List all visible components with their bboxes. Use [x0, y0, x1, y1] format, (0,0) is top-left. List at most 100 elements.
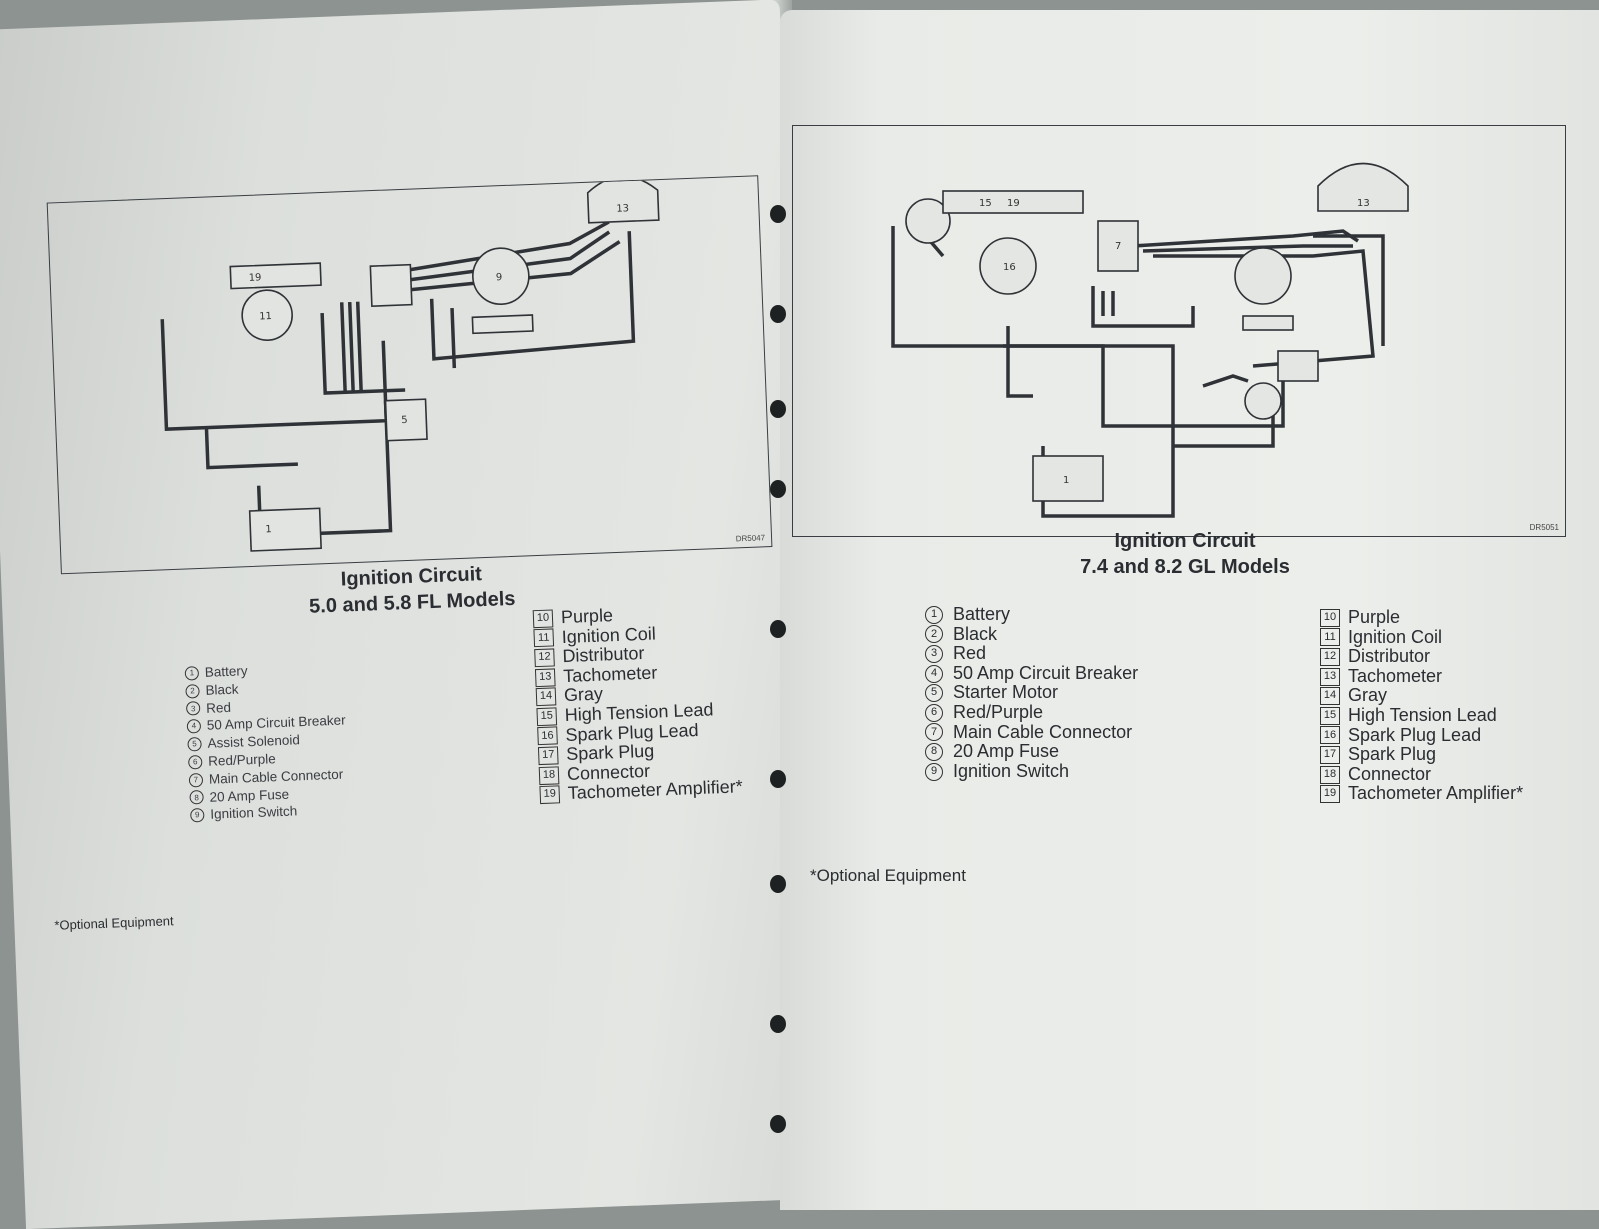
legend-number: 4: [925, 664, 943, 683]
svg-text:7: 7: [1115, 241, 1121, 252]
legend-label: Connector: [1348, 763, 1432, 784]
legend-label: Spark Plug Lead: [1348, 724, 1482, 745]
right-footnote: *Optional Equipment: [810, 866, 966, 885]
svg-text:19: 19: [249, 272, 262, 283]
svg-text:9: 9: [496, 272, 503, 283]
legend-label: Ignition Coil: [1348, 626, 1443, 647]
legend-number: 15: [1320, 706, 1340, 725]
left-caption: Ignition Circuit 5.0 and 5.8 FL Models: [291, 559, 533, 620]
legend-label: Assist Solenoid: [207, 732, 301, 751]
legend-item: 3 Red: [925, 644, 1138, 664]
legend-number: 1: [925, 605, 943, 624]
legend-number: 11: [1320, 628, 1340, 647]
left-manual-page: 11 19 9 1 13 5 DR5047 Ignition Circuit 5.0 …: [0, 0, 826, 1229]
binder-hole: [770, 620, 786, 638]
svg-text:11: 11: [259, 311, 272, 322]
legend-label: Tachometer Amplifier*: [567, 776, 744, 804]
binder-hole: [770, 1015, 786, 1033]
right-caption: Ignition Circuit 7.4 and 8.2 GL Models: [1060, 528, 1310, 580]
binder-hole: [770, 875, 786, 893]
binder-hole: [770, 1115, 786, 1133]
legend-item: 14 Gray: [1320, 686, 1523, 706]
binder-hole: [770, 480, 786, 498]
legend-item: 1 Battery: [925, 604, 1138, 625]
left-footnote: *Optional Equipment: [54, 913, 174, 933]
legend-number: 16: [1320, 726, 1340, 745]
legend-label: Main Cable Connector: [953, 721, 1133, 742]
diagram-code: DR5047: [735, 533, 766, 544]
legend-number: 4: [186, 719, 202, 734]
legend-label: Purple: [1348, 607, 1401, 627]
legend-number: 2: [925, 625, 943, 644]
caption-subtitle: 7.4 and 8.2 GL Models: [1080, 556, 1290, 578]
legend-label: High Tension Lead: [1348, 704, 1497, 725]
legend-number: 18: [538, 765, 560, 785]
right-diagram-drawing: 16 13 1 7 15 19: [891, 162, 1409, 518]
legend-number: 6: [925, 703, 943, 722]
legend-label: Battery: [204, 663, 248, 680]
legend-number: 5: [187, 737, 202, 752]
legend-label: Red: [953, 643, 987, 664]
svg-text:1: 1: [1063, 475, 1069, 486]
legend-label: Gray: [1348, 685, 1388, 706]
svg-text:16: 16: [1003, 262, 1016, 273]
legend-number: 12: [1320, 647, 1340, 666]
legend-number: 14: [535, 687, 557, 707]
legend-number: 6: [188, 754, 203, 770]
legend-number: 11: [533, 628, 555, 648]
caption-title: Ignition Circuit: [1114, 530, 1256, 552]
legend-label: Red: [205, 699, 232, 716]
legend-number: 3: [185, 701, 201, 717]
legend-item: 19 Tachometer Amplifier*: [1320, 784, 1523, 804]
legend-number: 14: [1320, 687, 1340, 706]
legend-label: Black: [205, 681, 239, 698]
legend-number: 13: [1320, 667, 1340, 686]
legend-label: Battery: [953, 604, 1011, 624]
binder-hole: [770, 205, 786, 223]
legend-number: 3: [925, 644, 943, 663]
legend-item: 5 Starter Motor: [925, 683, 1138, 703]
legend-number: 19: [1320, 785, 1340, 804]
legend-item: 8 20 Amp Fuse: [925, 742, 1138, 762]
svg-text:19: 19: [1007, 198, 1020, 209]
legend-item: 4 50 Amp Circuit Breaker: [925, 662, 1139, 684]
legend-number: 5: [925, 684, 943, 703]
legend-number: 15: [536, 707, 558, 726]
legend-number: 9: [190, 808, 205, 823]
legend-number: 16: [537, 726, 558, 746]
binder-hole: [770, 770, 786, 788]
legend-label: Tachometer: [562, 662, 658, 686]
legend-item: 11 Ignition Coil: [1320, 626, 1523, 648]
binder-hole: [770, 305, 786, 323]
legend-item: 7 Main Cable Connector: [925, 721, 1138, 743]
svg-text:13: 13: [1357, 198, 1370, 209]
legend-label: Spark Plug: [1348, 744, 1437, 765]
legend-number: 13: [534, 667, 556, 687]
svg-text:13: 13: [616, 203, 629, 214]
svg-text:15: 15: [979, 198, 992, 209]
legend-number: 7: [925, 723, 943, 742]
legend-number: 18: [1320, 765, 1340, 784]
legend-number: 1: [184, 665, 200, 681]
legend-number: 7: [188, 772, 204, 788]
legend-number: 8: [925, 742, 943, 761]
legend-label: Tachometer Amplifier*: [1348, 783, 1524, 804]
legend-item: 18 Connector: [1320, 763, 1523, 785]
legend-number: 2: [185, 683, 200, 699]
legend-label: 50 Amp Circuit Breaker: [953, 662, 1139, 683]
svg-text:5: 5: [401, 415, 408, 426]
legend-label: Starter Motor: [953, 682, 1059, 703]
legend-label: 20 Amp Fuse: [953, 741, 1060, 762]
